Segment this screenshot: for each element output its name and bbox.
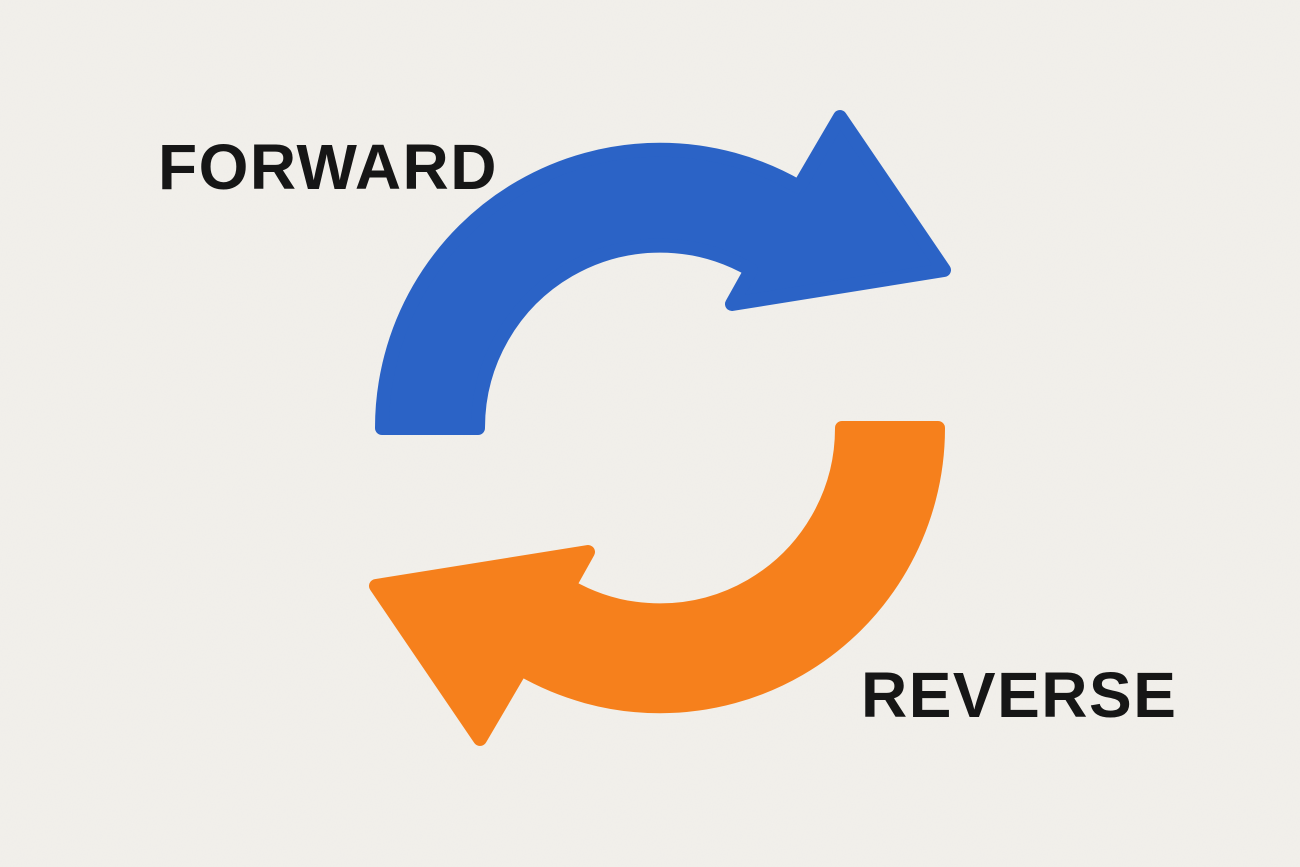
forward-arrow-icon [375, 110, 951, 435]
reverse-label: REVERSE [861, 659, 1178, 731]
forward-label: FORWARD [158, 131, 498, 203]
reverse-arrow-icon [369, 421, 945, 746]
